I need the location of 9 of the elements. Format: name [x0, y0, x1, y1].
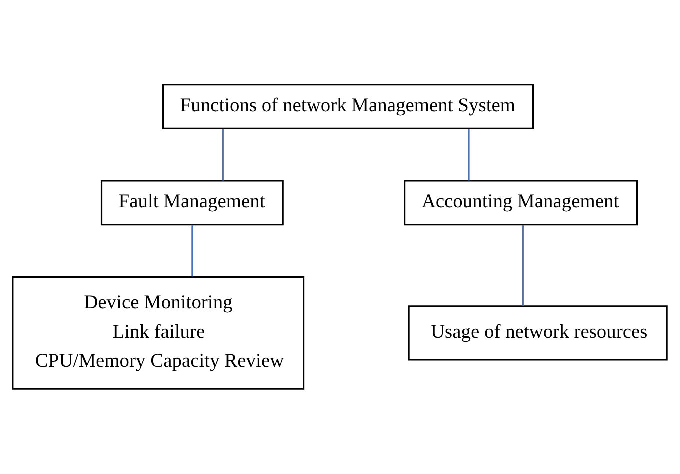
node-box: Accounting Management [404, 180, 638, 226]
connector [468, 129, 470, 181]
connector [222, 129, 224, 181]
node-box: Fault Management [100, 180, 284, 226]
node-box: Functions of network Management System [162, 84, 534, 130]
node-box: Device Monitoring Link failure CPU/Memory Capacity Review [12, 276, 305, 390]
node-box: Usage of network resources [408, 306, 668, 361]
connector [192, 225, 194, 277]
connector [522, 225, 524, 306]
